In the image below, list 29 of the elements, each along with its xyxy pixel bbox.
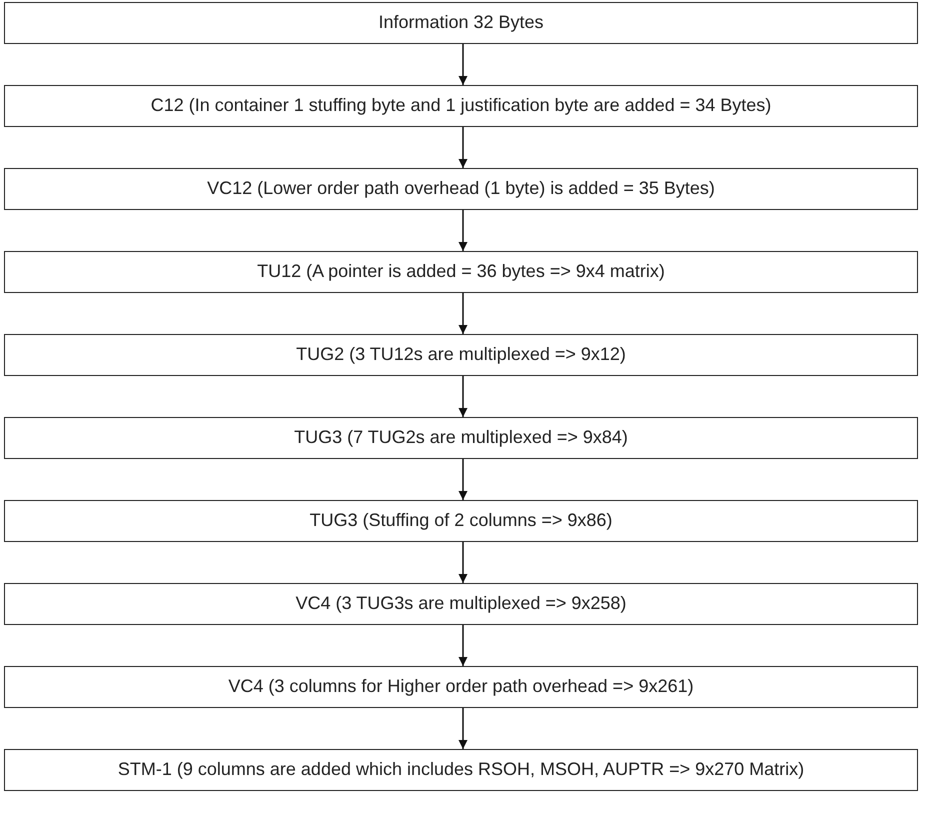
arrow [458, 210, 468, 251]
box-text: TUG3 (7 TUG2s are multiplexed => 9x84) [294, 427, 628, 449]
process-box [4, 168, 918, 210]
process-box [4, 2, 918, 44]
process-box [4, 666, 918, 708]
arrow [458, 542, 468, 583]
box-text: STM-1 (9 columns are added which includes RSOH, MSOH, AUPTR => 9x270 Matrix) [118, 759, 804, 781]
process-box [4, 749, 918, 791]
box-text: VC4 (3 columns for Higher order path overhead => 9x261) [228, 676, 694, 698]
arrow [458, 625, 468, 666]
arrow [458, 127, 468, 168]
arrow [458, 293, 468, 334]
box-text: TUG3 (Stuffing of 2 columns => 9x86) [310, 510, 612, 532]
arrow [458, 459, 468, 500]
process-box [4, 85, 918, 127]
process-box [4, 251, 918, 293]
box-text: TU12 (A pointer is added = 36 bytes => 9x4 matrix) [257, 261, 665, 283]
arrow [458, 708, 468, 749]
box-text: VC12 (Lower order path overhead (1 byte) is added = 35 Bytes) [207, 178, 715, 200]
arrow [458, 376, 468, 417]
box-text: Information 32 Bytes [378, 12, 544, 34]
box-text: TUG2 (3 TU12s are multiplexed => 9x12) [296, 344, 626, 366]
box-text: VC4 (3 TUG3s are multiplexed => 9x258) [296, 593, 626, 615]
process-box [4, 500, 918, 542]
box-text: C12 (In container 1 stuffing byte and 1 justification byte are added = 34 Bytes) [150, 95, 772, 117]
process-box [4, 583, 918, 625]
arrow [458, 44, 468, 85]
process-box [4, 334, 918, 376]
process-box [4, 417, 918, 459]
